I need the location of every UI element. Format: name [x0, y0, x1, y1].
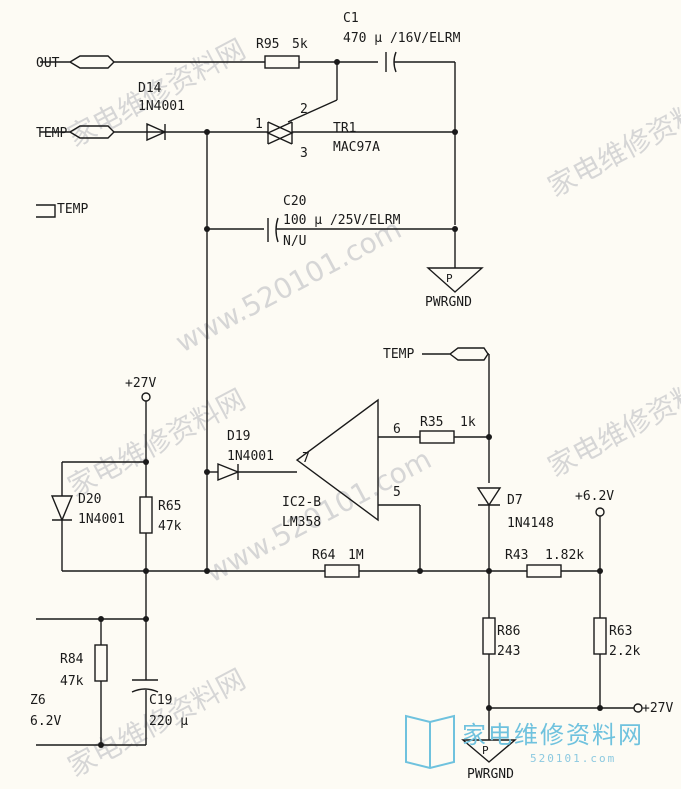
logo-book-icon	[405, 714, 455, 770]
c19-ref: C19	[149, 693, 173, 708]
c19-value: 220 μ	[149, 714, 189, 729]
r65-value: 47k	[158, 519, 182, 534]
r64-value: 1M	[348, 548, 364, 563]
r86-resistor	[482, 617, 496, 655]
r63-value: 2.2k	[609, 644, 641, 659]
tr1-ref: TR1	[333, 121, 357, 136]
r86-ref: R86	[497, 624, 521, 639]
d20-value: 1N4001	[78, 512, 125, 527]
temp-stub	[36, 204, 56, 218]
r86-value: 243	[497, 644, 521, 659]
ic2-opamp	[295, 398, 379, 522]
d19-diode	[217, 462, 240, 482]
tr1-pin3: 3	[300, 146, 308, 161]
pwrgnd-symbol	[426, 267, 484, 293]
tr1-value: MAC97A	[333, 140, 380, 155]
r35-value: 1k	[460, 415, 476, 430]
signal-out: OUT	[36, 56, 60, 71]
pwrgnd-symbol	[461, 739, 517, 763]
r63-resistor	[593, 617, 607, 655]
ic2-pin5: 5	[393, 485, 401, 500]
c20-extra: N/U	[283, 234, 307, 249]
d7-ref: D7	[507, 493, 523, 508]
signal-temp: TEMP	[57, 202, 89, 217]
temp-connector	[40, 125, 115, 139]
d7-diode	[476, 487, 502, 507]
r84-ref: R84	[60, 652, 84, 667]
signal-6v2: +6.2V	[575, 489, 615, 504]
signal-pwrgnd: PWRGND	[425, 295, 472, 310]
z6-ref: Z6	[30, 693, 46, 708]
gnd-p: P	[446, 272, 453, 285]
d14-diode	[145, 122, 167, 142]
c1-ref: C1	[343, 11, 359, 26]
r35-ref: R35	[420, 415, 444, 430]
c20-ref: C20	[283, 194, 307, 209]
r95-ref: R95	[256, 37, 280, 52]
d14-value: 1N4001	[138, 99, 185, 114]
r95-resistor	[264, 55, 300, 69]
r35-resistor	[419, 430, 455, 444]
tr1-triac	[266, 121, 294, 145]
tr1-pin2: 2	[300, 102, 308, 117]
ic2-ref: IC2-B	[282, 495, 322, 510]
d20-diode	[50, 495, 74, 522]
d7-value: 1N4148	[507, 516, 554, 531]
ic2-pin7: 7	[302, 451, 310, 466]
ic2-value: LM358	[282, 515, 322, 530]
signal-temp: TEMP	[36, 126, 68, 141]
d14-ref: D14	[138, 81, 162, 96]
r63-ref: R63	[609, 624, 633, 639]
d19-value: 1N4001	[227, 449, 274, 464]
r95-value: 5k	[292, 37, 308, 52]
logo-text: 家电维修资料网	[462, 721, 644, 749]
d20-ref: D20	[78, 492, 102, 507]
logo-url: 520101.com	[530, 752, 617, 765]
signal-27v: +27V	[125, 376, 157, 391]
temp-connector	[422, 347, 489, 361]
r84-resistor	[94, 644, 108, 682]
tr1-pin1: 1	[255, 117, 263, 132]
out-connector	[40, 55, 115, 69]
z6-value: 6.2V	[30, 714, 62, 729]
c1-value: 470 μ /16V/ELRM	[343, 31, 461, 46]
c20-value: 100 μ /25V/ELRM	[283, 213, 401, 228]
signal-27v: +27V	[642, 701, 674, 716]
r65-resistor	[139, 496, 153, 534]
r64-ref: R64	[312, 548, 336, 563]
r43-resistor	[526, 564, 562, 578]
r84-value: 47k	[60, 674, 84, 689]
r65-ref: R65	[158, 499, 182, 514]
d19-ref: D19	[227, 429, 251, 444]
signal-temp: TEMP	[383, 347, 415, 362]
ic2-pin6: 6	[393, 422, 401, 437]
signal-pwrgnd: PWRGND	[467, 767, 514, 782]
gnd-p: P	[482, 744, 489, 757]
r43-ref: R43	[505, 548, 529, 563]
r64-resistor	[324, 564, 360, 578]
r43-value: 1.82k	[545, 548, 585, 563]
